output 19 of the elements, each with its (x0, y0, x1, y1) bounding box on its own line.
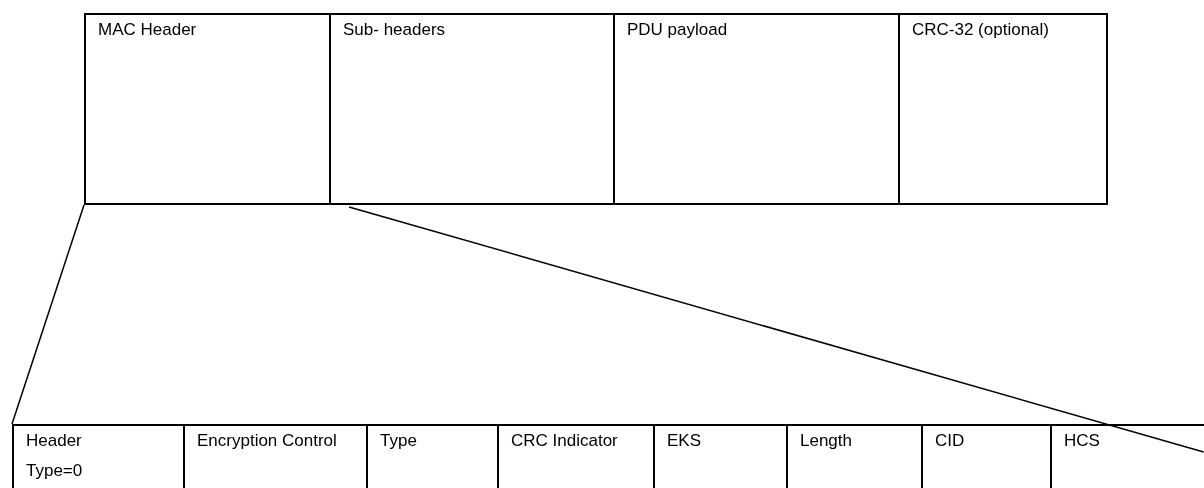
field-label: Length (800, 430, 853, 452)
leader-line (348, 206, 1204, 453)
field-label: MAC Header (98, 19, 198, 41)
field-cell (898, 13, 1108, 205)
field-cell (12, 424, 185, 488)
field-cell (613, 13, 900, 205)
leader-line (11, 204, 85, 425)
field-label: Sub- headers (343, 19, 447, 41)
field-label: CRC Indicator (511, 430, 619, 452)
field-label: CRC-32 (optional) (912, 19, 1050, 41)
field-cell (329, 13, 615, 205)
field-label: HCS (1064, 430, 1101, 452)
field-label: CID (935, 430, 966, 452)
field-label: Header Type=0 (26, 430, 84, 482)
field-label: Type (380, 430, 418, 452)
field-label: PDU payload (627, 19, 729, 41)
field-label: EKS (667, 430, 703, 452)
field-cell (84, 13, 331, 205)
field-label: Encryption Control (197, 430, 338, 452)
